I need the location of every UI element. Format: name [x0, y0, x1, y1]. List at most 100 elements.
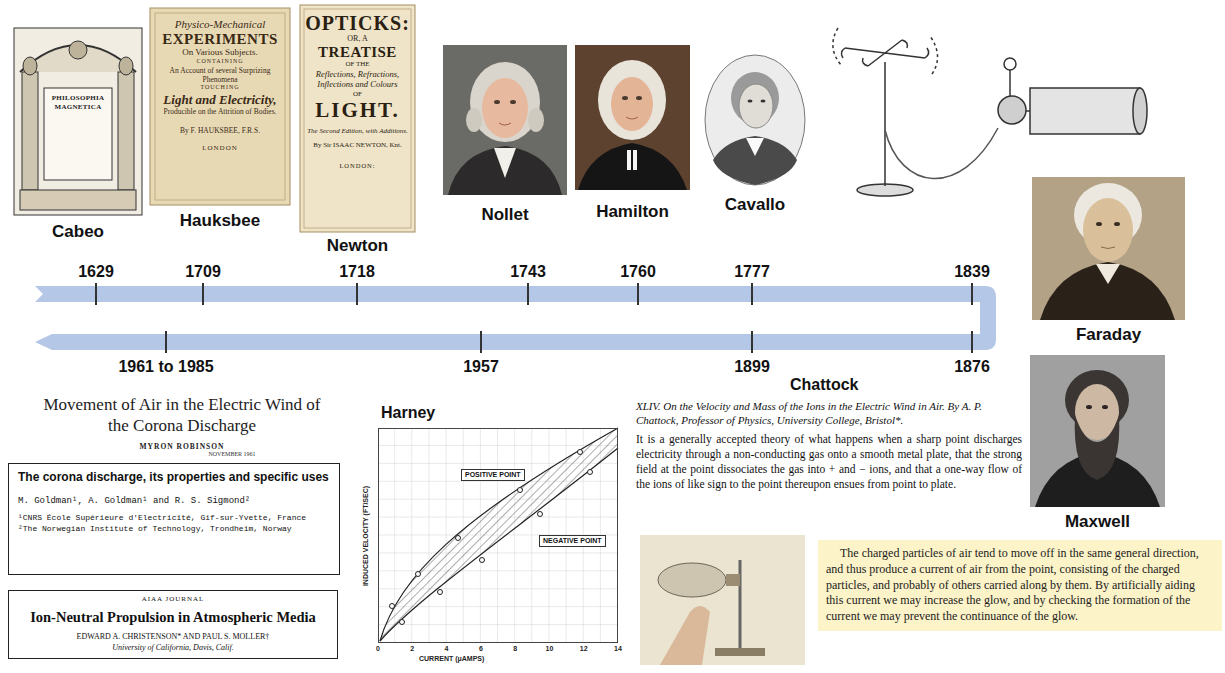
illustration-part — [588, 470, 593, 475]
illustration-part — [390, 604, 395, 609]
cover-text: OR, A — [347, 34, 367, 44]
cover-text: OF — [353, 90, 362, 99]
illustration-part — [640, 535, 805, 665]
illustration-part — [470, 62, 540, 142]
year-label: 1839 — [954, 262, 990, 281]
tick-label: 10 — [546, 645, 554, 653]
cover-text: Reflections, Refractions, Inflections an… — [306, 69, 409, 89]
illustration-part — [14, 28, 142, 215]
illustration-part — [527, 283, 529, 305]
maxwell-portrait — [1030, 355, 1165, 507]
cover-title: LIGHT. — [315, 99, 400, 121]
chart-frame: HarneyINDUCED VELOCITY (FT/SEC)POSITIVE … — [378, 428, 618, 643]
book-cover: OPTICKS:OR, ATREATISEOF THEReflections, … — [300, 5, 415, 232]
cavallo-portrait — [705, 55, 805, 185]
illustration-part — [1032, 177, 1185, 320]
illustration-part — [380, 428, 618, 641]
series-label: NEGATIVE POINT — [539, 535, 606, 547]
cover-text: An Account of several Surprizing Phenome… — [160, 66, 280, 84]
illustration-part — [930, 36, 938, 74]
year-label: 1743 — [510, 262, 546, 281]
cover-title: Light and Electricity, — [163, 92, 276, 108]
illustration-part — [448, 146, 562, 195]
illustration-part — [751, 331, 753, 353]
illustration-part — [69, 41, 87, 59]
cover-text: OF THE — [345, 60, 369, 69]
illustration-part — [380, 448, 618, 641]
illustration-part — [165, 331, 167, 353]
cover-text: CONTAINING — [196, 58, 243, 66]
year-label: 1718 — [339, 262, 375, 281]
illustration-part — [739, 84, 773, 128]
faraday-portrait — [1032, 177, 1185, 320]
illustration-part — [739, 560, 742, 650]
illustration-part — [1004, 58, 1016, 70]
illustration-part — [622, 96, 628, 100]
illustration-part — [637, 283, 639, 305]
cover-text: On Various Subjects. — [182, 47, 258, 58]
illustration-part — [705, 55, 805, 185]
paper-body: It is a generally accepted theory of wha… — [636, 432, 1022, 492]
cavallo-apparatus — [833, 28, 1147, 196]
illustration-part — [761, 100, 766, 103]
illustration-part — [658, 563, 726, 597]
illustration-part — [578, 143, 687, 190]
illustration-part — [971, 283, 973, 305]
illustration-part — [611, 77, 653, 131]
tick-label: 2 — [410, 645, 414, 653]
paper-box: AIAA JOURNALIon-Neutral Propulsion in At… — [8, 590, 338, 659]
tick-label: 14 — [614, 645, 622, 653]
series-label: POSITIVE POINT — [461, 469, 525, 481]
hauksbee-cover-art — [150, 8, 290, 205]
year-label: 1777 — [734, 262, 770, 281]
illustration-part — [538, 512, 543, 517]
person-caption: Maxwell — [1065, 512, 1130, 532]
illustration-part — [1040, 262, 1175, 320]
year-label: 1760 — [620, 262, 656, 281]
illustration-part — [44, 88, 112, 180]
year-label: 1957 — [463, 357, 499, 376]
hamilton-portrait — [575, 45, 690, 190]
illustration-part — [1101, 247, 1115, 249]
illustration-part — [300, 5, 415, 232]
person-caption: Newton — [327, 236, 388, 256]
illustration-part — [96, 283, 972, 353]
cover-text: TOUCHING — [200, 84, 239, 92]
person-caption: Hauksbee — [180, 211, 260, 231]
illustration-part — [884, 62, 886, 186]
paper-title: The corona discharge, its properties and… — [18, 470, 330, 486]
year-label: 1961 to 1985 — [118, 357, 213, 376]
author-line: EDWARD A. CHRISTENSON* AND PAUL S. MOLLE… — [17, 632, 329, 642]
affiliation-line: ²The Norwegian Institute of Technology, … — [18, 524, 330, 535]
journal-name: AIAA JOURNAL — [17, 595, 329, 604]
illustration-part — [1086, 405, 1092, 409]
person-caption: Hamilton — [596, 202, 669, 222]
tick-label: 4 — [445, 645, 449, 653]
illustration-part — [1075, 415, 1120, 480]
illustration-part — [118, 72, 134, 190]
person-caption: Faraday — [1076, 325, 1141, 345]
illustration-part — [748, 100, 753, 103]
illustration-part — [494, 100, 500, 104]
person-caption: Cavallo — [725, 195, 785, 215]
illustration-part — [626, 117, 638, 119]
tick-label: 0 — [376, 645, 380, 653]
chart-heading: Harney — [381, 403, 435, 422]
illustration-part — [499, 123, 511, 125]
illustration-part — [1030, 88, 1140, 134]
illustration-part — [443, 45, 567, 195]
illustration-part — [510, 100, 516, 104]
tick-label: 8 — [513, 645, 517, 653]
illustration-part — [578, 450, 583, 455]
newton-cover-art — [300, 5, 415, 232]
year-label: 1876 — [954, 357, 990, 376]
book-cover: PHILOSOPHIA MAGNETICACabeo — [14, 28, 142, 215]
illustration-part — [598, 60, 666, 140]
cover-imprint: LONDON: — [339, 162, 375, 170]
illustration-part — [356, 283, 358, 305]
timeline-band — [35, 283, 996, 353]
tick-label: 12 — [580, 645, 588, 653]
illustration-part — [841, 40, 928, 66]
illustration-part — [636, 96, 642, 100]
cover-title: PHILOSOPHIA MAGNETICA — [47, 94, 109, 112]
